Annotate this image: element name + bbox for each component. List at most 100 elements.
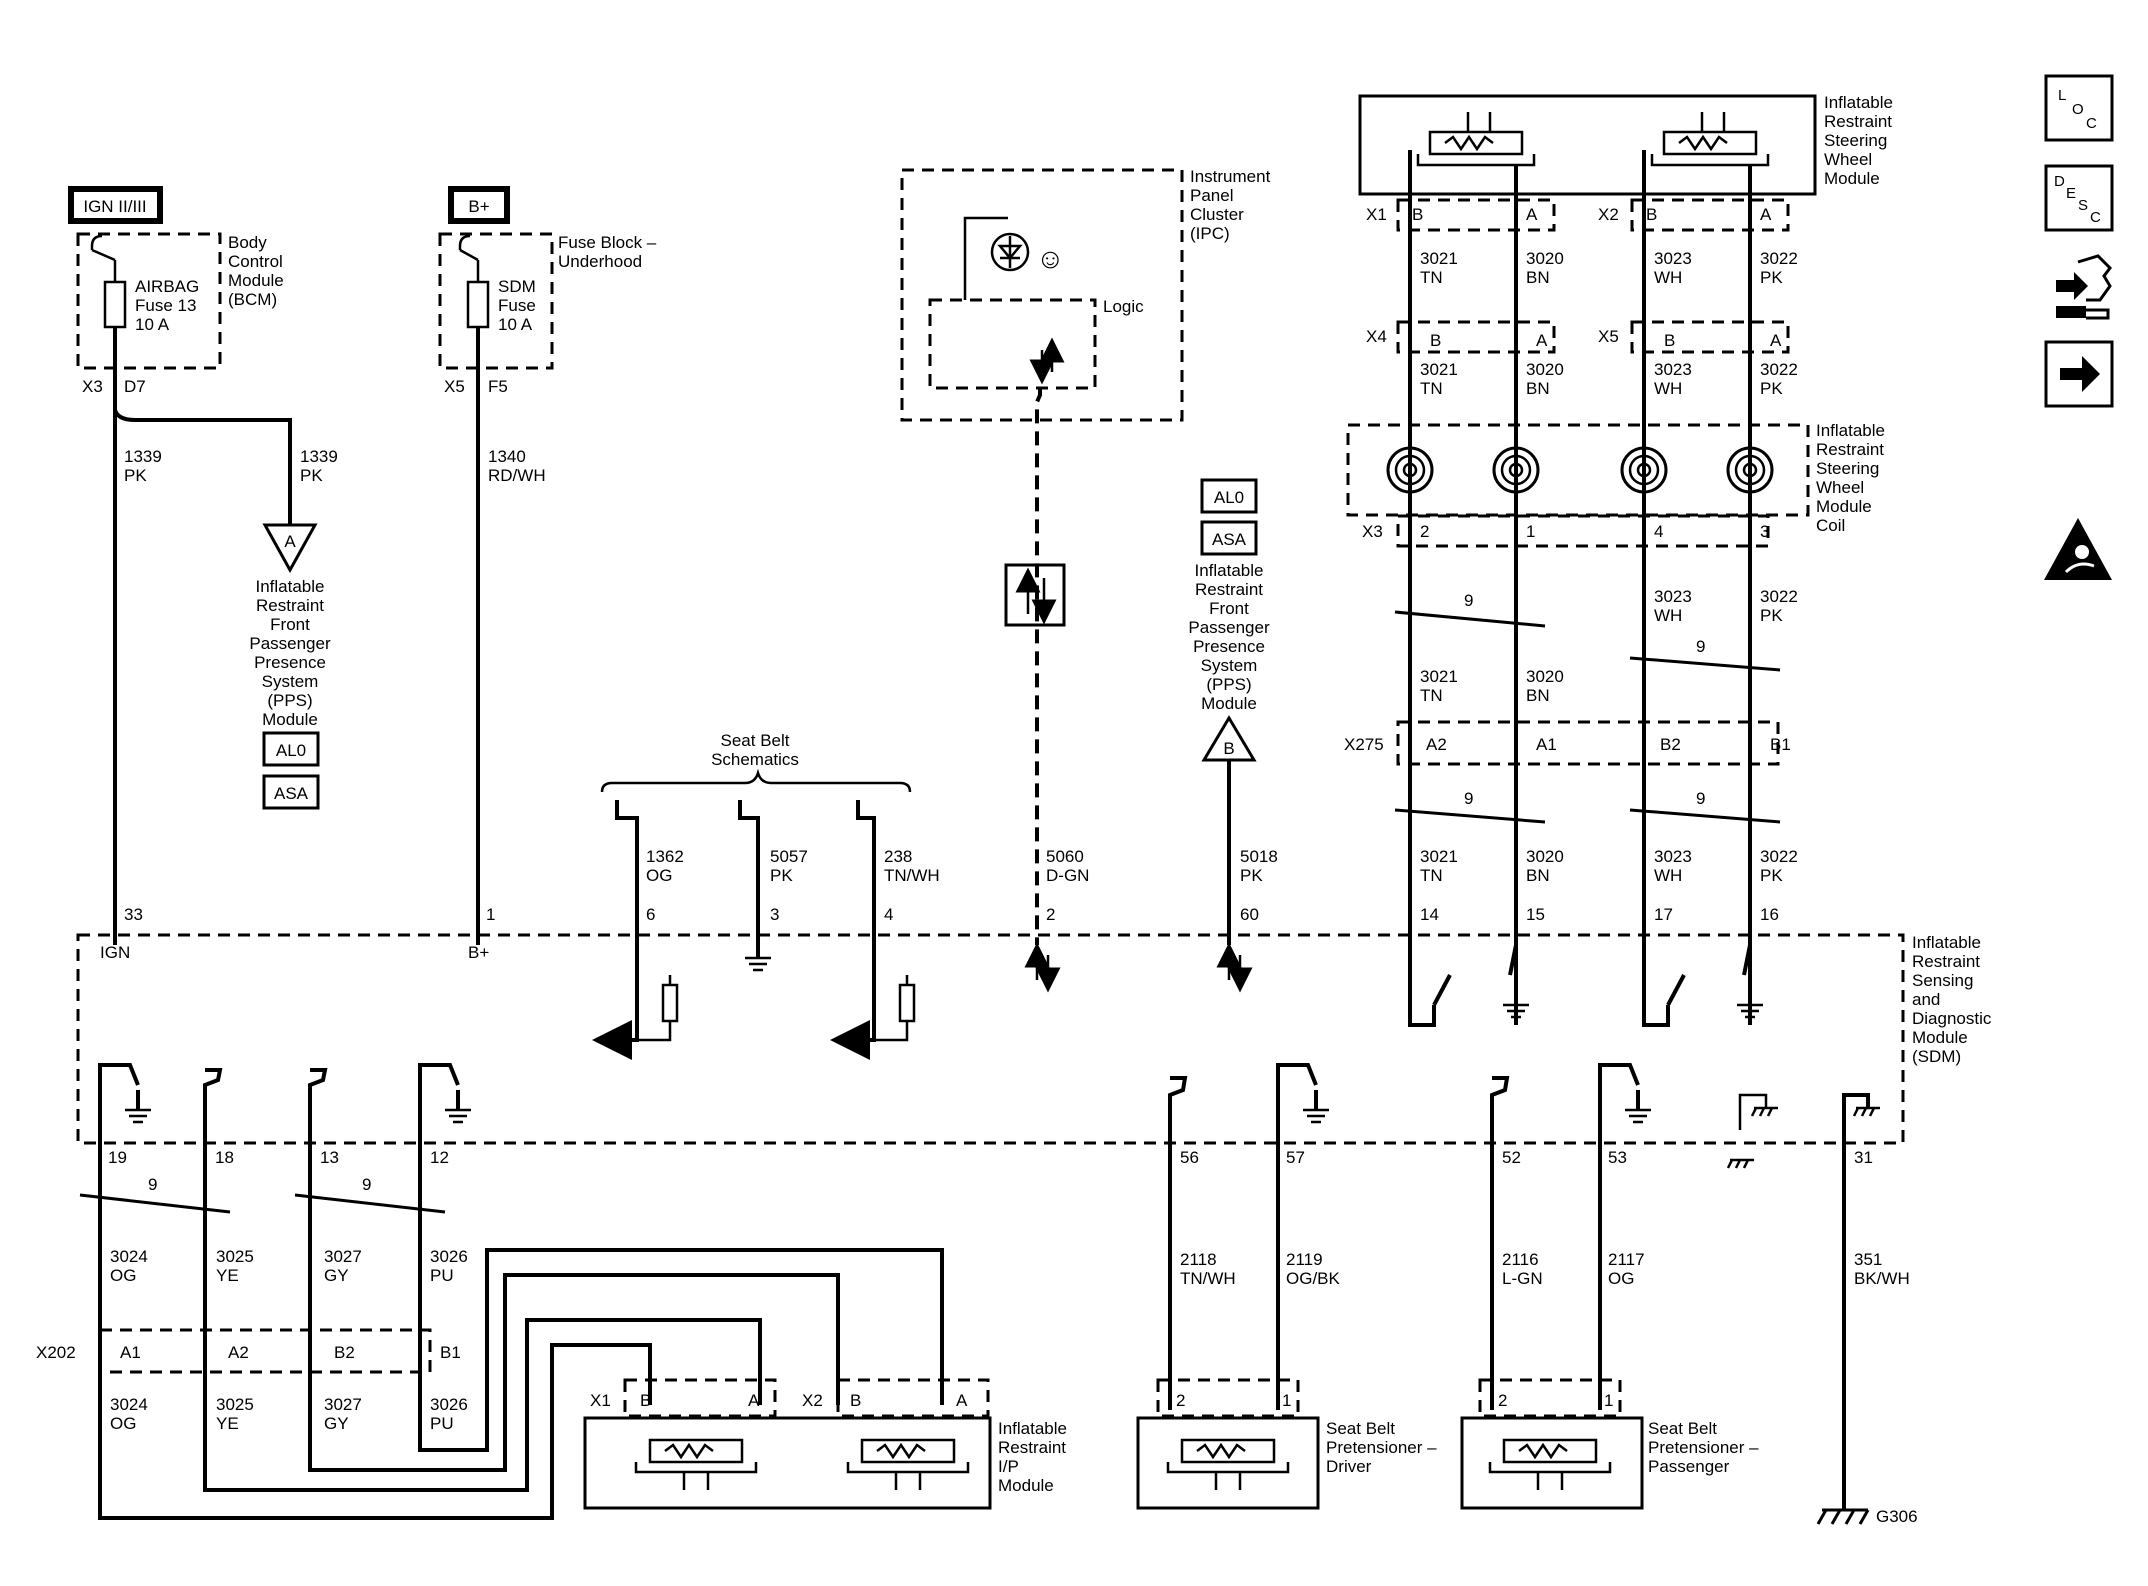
pps-left-reference: A Inflatable Restraint Front Passenger P… bbox=[249, 523, 331, 810]
passenger-inflator-stage1-icon bbox=[634, 1438, 758, 1490]
coil-pin-1: 1 bbox=[1526, 522, 1535, 541]
pd-name-3: Driver bbox=[1326, 1457, 1372, 1476]
swm-name-3: Steering bbox=[1824, 131, 1887, 150]
connector-view-icon[interactable] bbox=[2056, 254, 2112, 320]
sdm-ign-label: IGN bbox=[100, 943, 130, 962]
pretensioner-driver: 56 57 2118 TN/WH 2119 OG/BK 2 1 Seat Bel… bbox=[1136, 1148, 1437, 1510]
steering-wheel-module: Inflatable Restraint Steering Wheel Modu… bbox=[1358, 93, 1893, 354]
ip-r1-ye: YE bbox=[216, 1266, 239, 1285]
sdm-pin-17: 17 bbox=[1654, 905, 1673, 924]
wire-5057-circuit: 5057 bbox=[770, 847, 808, 866]
desc-button[interactable]: D E S C bbox=[2044, 164, 2114, 232]
pps-left-name-4: Passenger bbox=[249, 634, 331, 653]
pps-left-code-2: ASA bbox=[274, 784, 309, 803]
pps-right-name-4: Passenger bbox=[1188, 618, 1270, 637]
wire-1339-a-color: PK bbox=[124, 466, 147, 485]
pp-lgn: L-GN bbox=[1502, 1269, 1543, 1288]
pd-name-2: Pretensioner – bbox=[1326, 1438, 1437, 1457]
bcm-name-3: Module bbox=[228, 271, 284, 290]
swm-x5: X5 bbox=[1598, 327, 1619, 346]
ip-x2-a: A bbox=[956, 1391, 968, 1410]
sw-r3-tn: TN bbox=[1420, 686, 1443, 705]
driver-pretensioner-icon bbox=[1166, 1438, 1290, 1490]
x275-pin-a2: A2 bbox=[1426, 735, 1447, 754]
pd-2119: 2119 bbox=[1286, 1250, 1323, 1269]
next-arrow-button[interactable] bbox=[2044, 340, 2114, 408]
ip-r2-og: OG bbox=[110, 1414, 136, 1433]
ip-x1-a: A bbox=[748, 1391, 760, 1410]
ip-twist-2: 9 bbox=[362, 1175, 371, 1194]
swm-x1-b: B bbox=[1412, 205, 1423, 224]
x202-pin-b2: B2 bbox=[334, 1343, 355, 1362]
coil-name-6: Coil bbox=[1816, 516, 1845, 535]
ipc-name-1: Instrument bbox=[1190, 167, 1271, 186]
coil-name-2: Restraint bbox=[1816, 440, 1884, 459]
loc-letter-c: C bbox=[2086, 115, 2097, 132]
driver-inflator-stage1-icon bbox=[1416, 112, 1536, 167]
ip-r2-3025: 3025 bbox=[216, 1395, 254, 1414]
ipc-name-2: Panel bbox=[1190, 186, 1233, 205]
desc-letter-c: C bbox=[2090, 209, 2101, 226]
sdm-fuse-line2: Fuse bbox=[498, 296, 536, 315]
pd-pin-1: 1 bbox=[1282, 1391, 1291, 1410]
sw-r1-3020: 3020 bbox=[1526, 249, 1564, 268]
sdm-name-1: Inflatable bbox=[1912, 933, 1981, 952]
coil-name-5: Module bbox=[1816, 497, 1872, 516]
wire-238-circuit: 238 bbox=[884, 847, 912, 866]
ipc-logic-label: Logic bbox=[1103, 297, 1144, 316]
sw-r2-wh: WH bbox=[1654, 379, 1682, 398]
ip-x2: X2 bbox=[802, 1391, 823, 1410]
sw-r4-3021: 3021 bbox=[1420, 847, 1458, 866]
ign-power-label: IGN II/III bbox=[68, 186, 163, 224]
wire-5057-color: PK bbox=[770, 866, 793, 885]
pp-name-3: Passenger bbox=[1648, 1457, 1730, 1476]
sw-r3-3021: 3021 bbox=[1420, 667, 1458, 686]
wire-1339-b-color: PK bbox=[300, 466, 323, 485]
pps-right-name-5: Presence bbox=[1193, 637, 1265, 656]
wire-238-color: TN/WH bbox=[884, 866, 940, 885]
sw-r3-bn: BN bbox=[1526, 686, 1550, 705]
bcm-name-2: Control bbox=[228, 252, 283, 271]
pp-name-2: Pretensioner – bbox=[1648, 1438, 1759, 1457]
swm-name-4: Wheel bbox=[1824, 150, 1872, 169]
seatbelt-title-1: Seat Belt bbox=[721, 731, 790, 750]
ip-r2-3024: 3024 bbox=[110, 1395, 148, 1414]
swm-name-1: Inflatable bbox=[1824, 93, 1893, 112]
ip-twist-1: 9 bbox=[148, 1175, 157, 1194]
passenger-pretensioner-icon bbox=[1488, 1438, 1612, 1490]
sdm-name-5: Diagnostic bbox=[1912, 1009, 1992, 1028]
sw-r1-bn: BN bbox=[1526, 268, 1550, 287]
pps-left-name-5: Presence bbox=[254, 653, 326, 672]
sw-r4-bn: BN bbox=[1526, 866, 1550, 885]
loc-button[interactable]: L O C bbox=[2044, 74, 2114, 142]
ip-r1-pu: PU bbox=[430, 1266, 454, 1285]
sdm-name-3: Sensing bbox=[1912, 971, 1973, 990]
fuseblock-connector: X5 bbox=[444, 377, 465, 396]
sdm-pin-31: 31 bbox=[1854, 1148, 1873, 1167]
ip-r2-3027: 3027 bbox=[324, 1395, 362, 1414]
ip-name-1: Inflatable bbox=[998, 1419, 1067, 1438]
pps-right-name-2: Restraint bbox=[1195, 580, 1263, 599]
coil-name-1: Inflatable bbox=[1816, 421, 1885, 440]
sdm-pin-60: 60 bbox=[1240, 905, 1259, 924]
x202-label: X202 bbox=[36, 1343, 76, 1362]
sdm-pin-6: 6 bbox=[646, 905, 655, 924]
sw-r4-wh: WH bbox=[1654, 866, 1682, 885]
swm-name-5: Module bbox=[1824, 169, 1880, 188]
sw-r1-tn: TN bbox=[1420, 268, 1443, 287]
ip-r2-ye: YE bbox=[216, 1414, 239, 1433]
airbag-indicator-icon: ☺ bbox=[1036, 243, 1065, 274]
sw-r4-3023: 3023 bbox=[1654, 847, 1692, 866]
pps-right-code-1: AL0 bbox=[1214, 488, 1244, 507]
seatbelt-reference: Seat Belt Schematics bbox=[600, 731, 912, 945]
sdm-pin-53: 53 bbox=[1608, 1148, 1627, 1167]
desc-letter-e: E bbox=[2066, 185, 2076, 202]
ip-r2-pu: PU bbox=[430, 1414, 454, 1433]
sw-r3-3022: 3022 bbox=[1760, 587, 1798, 606]
sdm-name-6: Module bbox=[1912, 1028, 1968, 1047]
sw-r1-3022: 3022 bbox=[1760, 249, 1798, 268]
wire-5060-color: D-GN bbox=[1046, 866, 1089, 885]
twist-label-1: 9 bbox=[1464, 591, 1473, 610]
warning-airbag-icon bbox=[2044, 518, 2112, 580]
